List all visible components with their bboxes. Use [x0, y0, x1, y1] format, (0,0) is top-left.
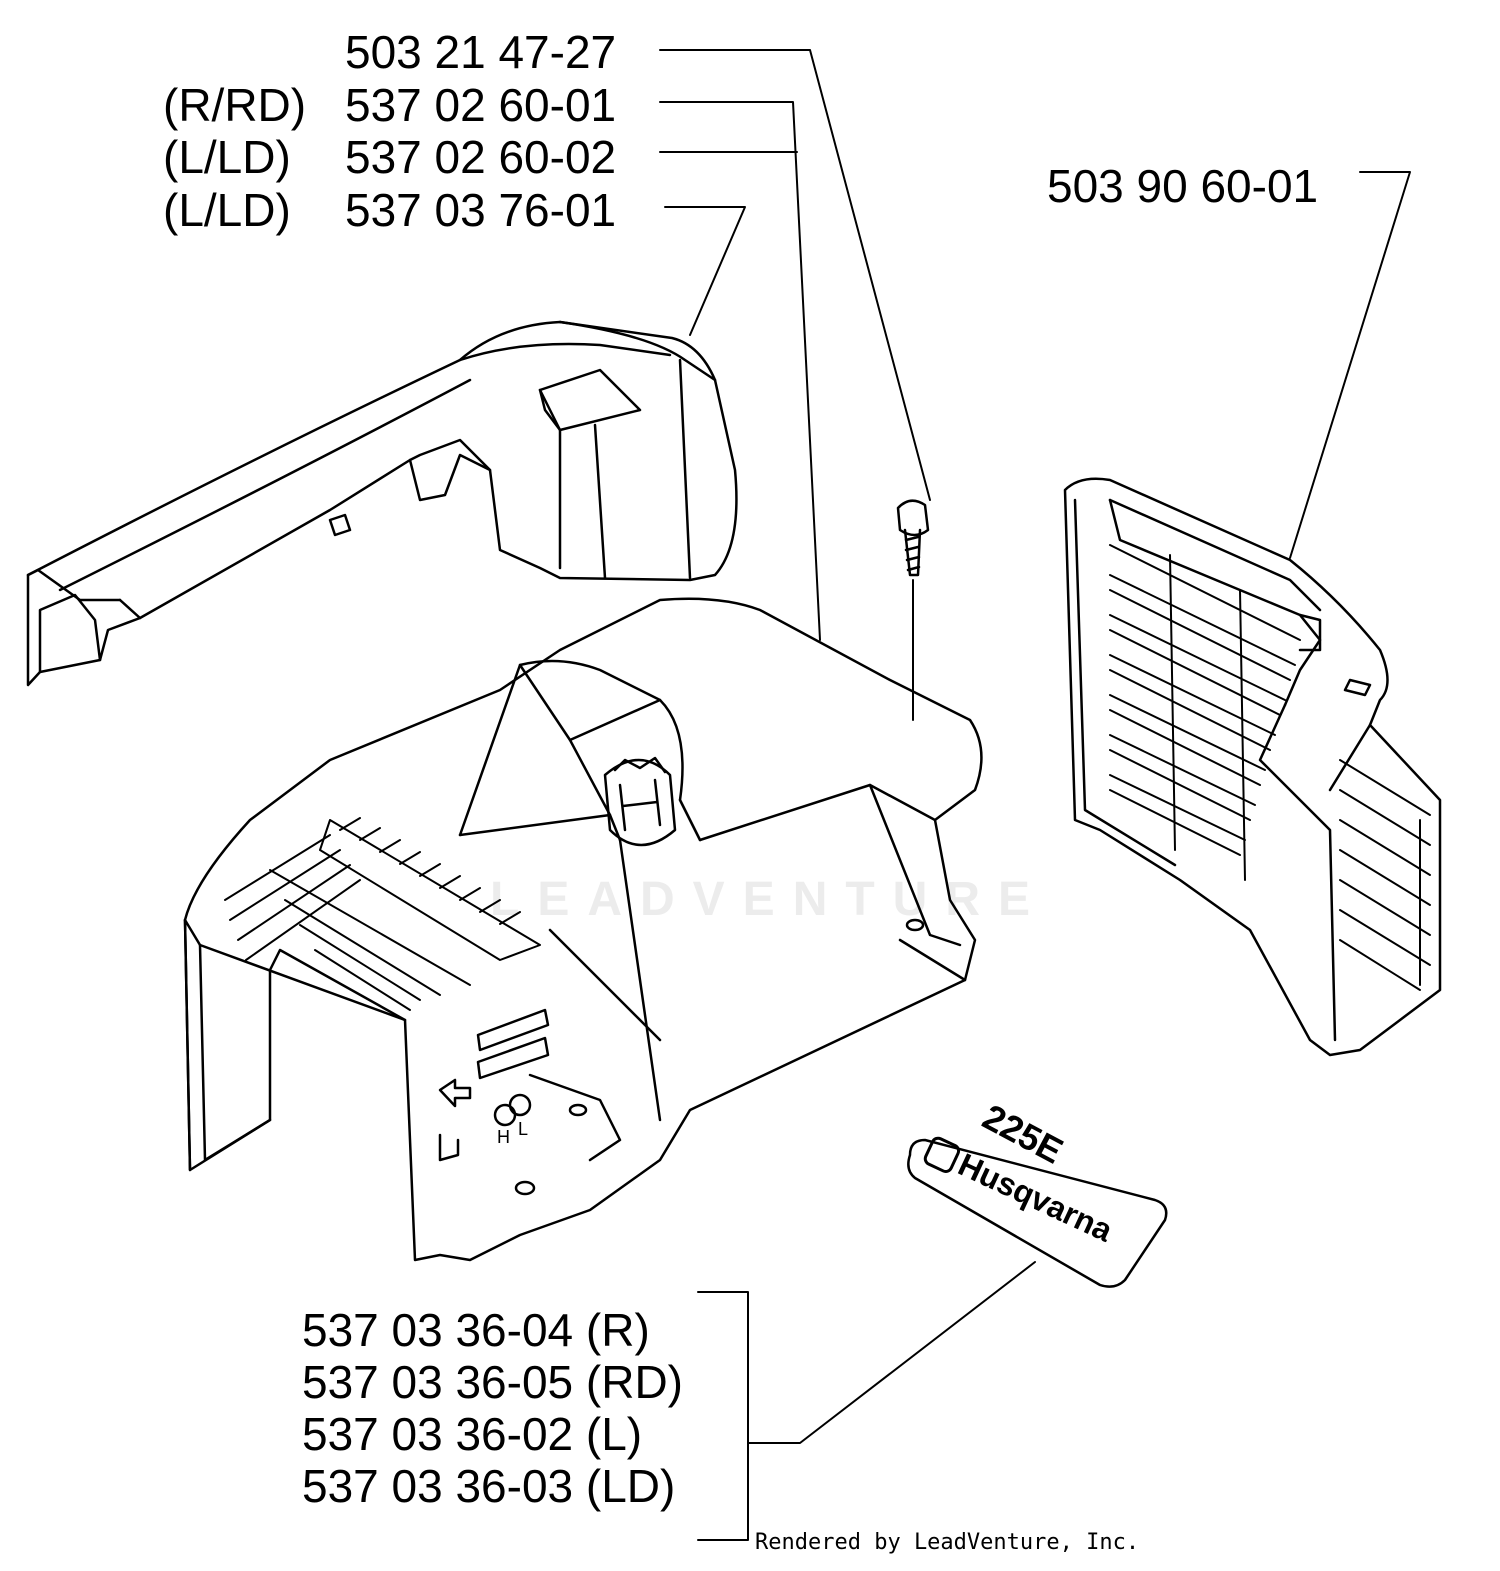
h-label: H — [497, 1127, 510, 1147]
decal-part — [907, 1138, 1168, 1288]
label-prefix-r-rd: (R/RD) — [163, 79, 307, 131]
label-prefix-l-ld-2: (L/LD) — [163, 184, 291, 236]
part-number-503-21-47-27: 503 21 47-27 — [345, 26, 617, 78]
part-number-537-03-36-05: 537 03 36-05 (RD) — [302, 1356, 683, 1408]
air-filter-grille-part — [1063, 477, 1442, 1057]
leader-503-90-60-01 — [1289, 171, 1411, 559]
leader-537-02-60-01 — [659, 101, 821, 641]
part-number-537-03-36-02: 537 03 36-02 (L) — [302, 1408, 643, 1460]
grille-slats — [1109, 544, 1431, 991]
label-prefix-l-ld: (L/LD) — [163, 131, 291, 183]
leader-503-21-47-27 — [659, 49, 931, 501]
h-logo-icon — [603, 756, 677, 847]
part-number-537-03-36-04: 537 03 36-04 (R) — [302, 1304, 650, 1356]
leader-decal — [747, 1261, 1036, 1444]
part-number-503-90-60-01: 503 90 60-01 — [1047, 160, 1319, 212]
leader-bottom-bracket — [697, 1291, 749, 1541]
cylinder-cover-part — [183, 597, 983, 1262]
watermark-text: LEADVENTURE — [490, 873, 1049, 926]
footer-credit: Rendered by LeadVenture, Inc. — [755, 1530, 1140, 1555]
screw-part — [896, 499, 930, 721]
decal-logo-icon — [923, 1136, 961, 1173]
leader-537-03-76-01 — [664, 206, 746, 336]
part-number-537-02-60-01: 537 02 60-01 — [345, 79, 617, 131]
l-label: L — [518, 1119, 528, 1139]
part-number-537-03-36-03: 537 03 36-03 (LD) — [302, 1460, 676, 1512]
part-number-537-02-60-02: 537 02 60-02 — [345, 131, 617, 183]
top-cover-part — [26, 320, 738, 687]
part-number-537-03-76-01: 537 03 76-01 — [345, 184, 617, 236]
cover-vents — [224, 817, 541, 1011]
leader-lines — [659, 49, 1411, 1541]
